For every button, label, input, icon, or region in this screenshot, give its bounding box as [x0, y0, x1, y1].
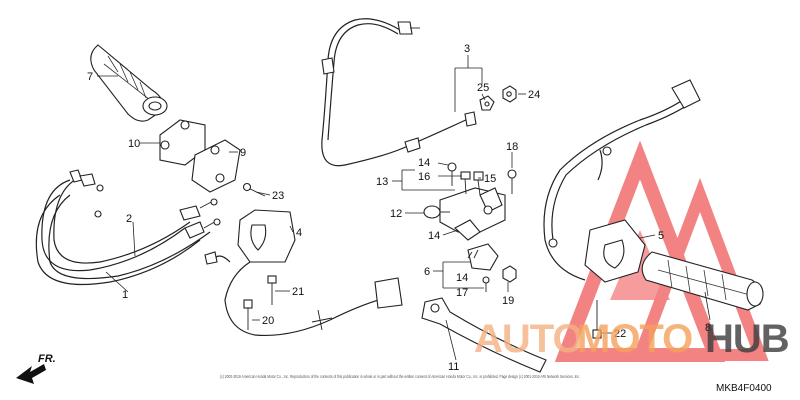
left-grip[interactable] [641, 251, 764, 311]
callout-24[interactable]: 24 [528, 89, 540, 101]
screw-14-upper[interactable] [447, 162, 457, 186]
right-handlebar-switch[interactable] [204, 209, 403, 337]
callout-25[interactable]: 25 [477, 82, 489, 94]
callout-numbers: 7 10 9 23 2 1 4 21 20 3 25 24 18 14 13 1… [87, 43, 711, 373]
callout-23[interactable]: 23 [272, 190, 284, 202]
callout-11[interactable]: 11 [448, 361, 459, 373]
watermark-hub: HUB [705, 317, 789, 361]
front-direction-arrow [16, 364, 46, 384]
screw-22[interactable] [592, 300, 602, 339]
screw-23[interactable] [242, 182, 266, 197]
copyright-notice: (c) 2002-2019 American Honda Motor Co., … [220, 374, 580, 379]
throttle-grip-part[interactable] [90, 44, 168, 122]
callout-2[interactable]: 2 [126, 213, 132, 225]
screw-17[interactable] [482, 276, 490, 292]
clutch-switch[interactable] [467, 243, 499, 271]
clutch-lever-bracket[interactable] [439, 187, 506, 241]
callout-3[interactable]: 3 [464, 43, 470, 55]
callout-18[interactable]: 18 [506, 141, 518, 153]
callout-9[interactable]: 9 [240, 147, 246, 159]
diagram-code: MKB4F0400 [716, 383, 772, 394]
screw-21[interactable] [267, 275, 277, 305]
nut-25[interactable] [479, 95, 495, 111]
clutch-cable[interactable] [321, 18, 477, 167]
callout-5[interactable]: 5 [658, 230, 664, 242]
front-marker-label: FR. [38, 353, 56, 365]
screw-16[interactable] [460, 171, 471, 195]
left-handlebar-switch[interactable] [543, 79, 701, 283]
clutch-lever[interactable] [421, 297, 547, 373]
callout-20[interactable]: 20 [262, 315, 274, 327]
bolt-20[interactable] [243, 299, 253, 330]
callout-10[interactable]: 10 [128, 138, 140, 150]
callout-14-middle[interactable]: 14 [428, 230, 440, 242]
throttle-housing-upper[interactable] [159, 119, 206, 166]
watermark-moto: MOTO [577, 317, 692, 361]
callout-6[interactable]: 6 [424, 266, 430, 278]
watermark-auto: AUTO [474, 317, 583, 361]
callout-14-lower[interactable]: 14 [456, 272, 468, 284]
watermark-text: AUTO MOTO HUB [474, 317, 790, 361]
throttle-housing-lower[interactable] [191, 139, 241, 193]
callout-22[interactable]: 22 [614, 328, 626, 340]
nut-19[interactable] [502, 265, 517, 283]
callout-16[interactable]: 16 [418, 171, 430, 183]
callout-4[interactable]: 4 [296, 227, 302, 239]
callout-17[interactable]: 17 [456, 287, 468, 299]
callout-12[interactable]: 12 [390, 208, 402, 220]
bolt-18[interactable] [507, 169, 517, 194]
callout-13[interactable]: 13 [376, 176, 388, 188]
callout-8[interactable]: 8 [705, 322, 711, 334]
throttle-cables[interactable] [35, 169, 221, 286]
callout-19[interactable]: 19 [502, 295, 514, 307]
leader-lines [97, 55, 711, 361]
bolt-15[interactable] [473, 171, 484, 196]
nut-24[interactable] [502, 85, 517, 103]
callout-14-upper[interactable]: 14 [418, 157, 430, 169]
callout-7[interactable]: 7 [87, 71, 93, 83]
callout-21[interactable]: 21 [292, 286, 304, 298]
pivot-12[interactable] [423, 205, 450, 219]
callout-1[interactable]: 1 [122, 289, 128, 301]
callout-15[interactable]: 15 [484, 173, 496, 185]
